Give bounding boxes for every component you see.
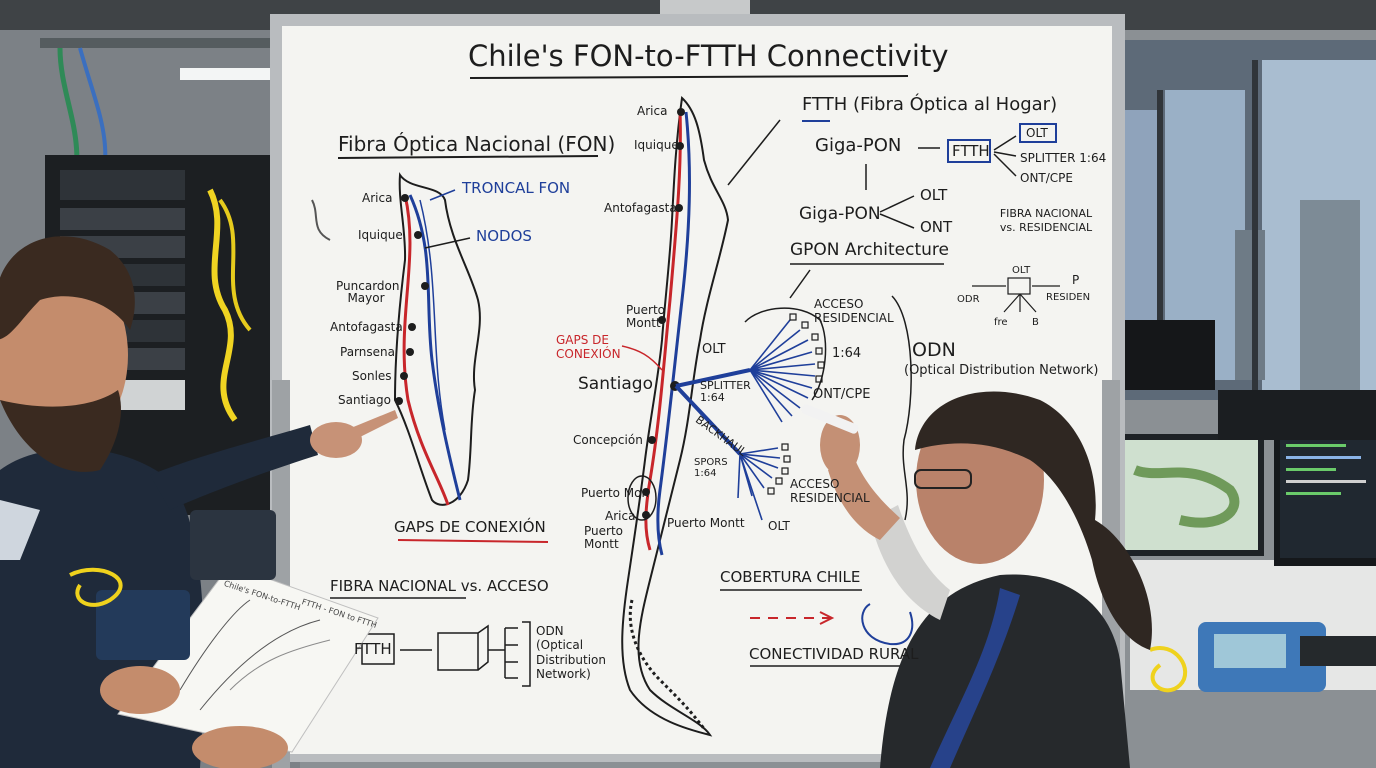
- fon-gaps-label: GAPS DE CONEXIÓN: [394, 518, 546, 536]
- map-ratio-label: 1:64: [832, 346, 862, 361]
- ftth-mini-odr: ODR: [957, 294, 980, 305]
- ftth-mini-b: B: [1032, 317, 1039, 328]
- ftth-olt-2: OLT: [920, 186, 948, 204]
- map-acceso-bottom: ACCESO RESIDENCIAL: [790, 477, 870, 506]
- ftth-mini-p: P: [1072, 273, 1080, 287]
- fon-city-santiago: Santiago: [338, 393, 391, 407]
- board-title: Chile's FON-to-FTTH Connectivity: [468, 39, 949, 73]
- map-olt-label: OLT: [702, 342, 726, 357]
- ftth-mini-olt: OLT: [1012, 265, 1031, 276]
- fon-ftth-box-label: FTTH: [354, 640, 392, 658]
- map-acceso-top: ACCESO RESIDENCIAL: [814, 297, 894, 326]
- ftth-box: [947, 139, 991, 163]
- ftth-olt-box-label: OLT: [1026, 126, 1048, 140]
- map-city-puerto-montt-3: Puerto Montt: [667, 516, 745, 530]
- ftth-gpon-arch: GPON Architecture: [790, 240, 950, 260]
- ftth-mini-fre: fre: [994, 317, 1008, 328]
- fon-legend-nodos: NODOS: [476, 227, 532, 245]
- fon-city-antofagasta: Antofagasta: [330, 320, 403, 334]
- map-splitter-label: SPLITTER 1:64: [700, 379, 751, 405]
- map-city-antofagasta: Antofagasta: [604, 201, 677, 215]
- map-olt-bottom: OLT: [768, 519, 790, 533]
- ftth-fibra-nacional: FIBRA NACIONAL vs. RESIDENCIAL: [999, 207, 1093, 235]
- ftth-heading: FTTH (Fibra Óptica al Hogar): [802, 94, 1058, 115]
- fon-comparison-label: FIBRA NACIONAL vs. ACCESO: [330, 577, 549, 595]
- ftth-giga-pon-2: Giga-PON: [799, 204, 881, 224]
- fon-city-arica: Arica: [362, 191, 393, 205]
- ftth-mini-residen: RESIDEN: [1046, 292, 1091, 303]
- fon-legend-troncal: TRONCAL FON: [462, 179, 571, 197]
- fon-odn-label: ODN (Optical Distribution Network): [536, 624, 607, 682]
- map-ont-label: ONT/CPE: [813, 387, 871, 402]
- fon-city-sonles: Sonles: [352, 369, 392, 383]
- ftth-ont-2: ONT: [920, 218, 953, 236]
- map-city-arica-2: Arica: [605, 509, 636, 523]
- map-city-santiago: Santiago: [578, 374, 653, 394]
- olt-box: [1019, 123, 1057, 143]
- handout-paper: [100, 564, 379, 768]
- chile-map-outline: [621, 95, 730, 737]
- map-city-puerto-montt-1: Puerto Montt: [626, 303, 665, 331]
- map-city-puerto-mon: Puerto Mon: [581, 486, 650, 500]
- map-city-arica: Arica: [637, 104, 668, 118]
- fon-city-puncardon: Puncardon Mayor: [336, 279, 400, 305]
- map-city-iquique: Iquique: [634, 138, 679, 152]
- map-city-concepcion: Concepción: [573, 433, 643, 447]
- fon-city-iquique: Iquique: [358, 228, 403, 242]
- ftth-splitter: SPLITTER 1:64: [1020, 151, 1107, 165]
- ftth-odn-sub: (Optical Distribution Network): [904, 363, 1099, 378]
- map-spors-label: SPORS 1:64: [694, 457, 728, 479]
- ftth-giga-pon-1: Giga-PON: [815, 135, 902, 156]
- ftth-ftth-box-label: FTTH: [952, 142, 990, 160]
- map-gaps-label: GAPS DE CONEXIÓN: [556, 333, 621, 362]
- ftth-ont: ONT/CPE: [1020, 171, 1073, 185]
- fon-ftth-box: [361, 633, 395, 665]
- woman-engineer: [801, 391, 1152, 768]
- fon-heading: Fibra Óptica Nacional (FON): [338, 132, 616, 156]
- map-city-puerto-montt-2: Puerto Montt: [584, 524, 623, 552]
- ftth-odn-title: ODN: [912, 339, 956, 361]
- ftth-cobertura: COBERTURA CHILE: [720, 568, 861, 586]
- ftth-conectividad: CONECTIVIDAD RURAL: [749, 645, 919, 663]
- fon-city-parnsena: Parnsena: [340, 345, 395, 359]
